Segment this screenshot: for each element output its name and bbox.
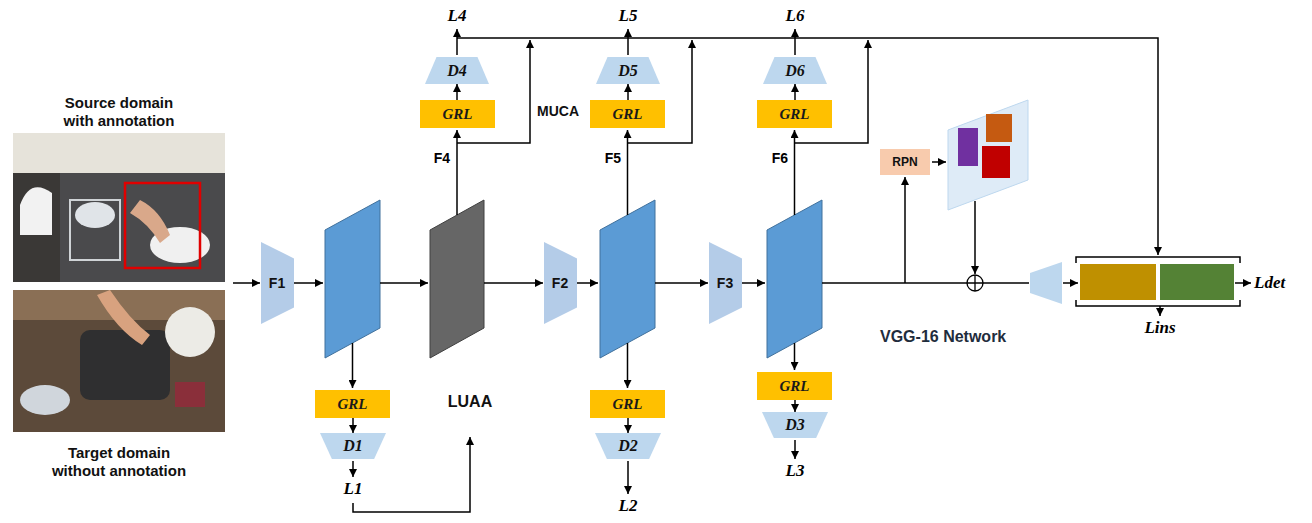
node-text: F3 xyxy=(717,275,733,291)
grl-block: GRL xyxy=(315,390,390,418)
vgg-fill xyxy=(235,198,1065,378)
node-text: GRL xyxy=(780,378,810,395)
node-text: Source domain with annotation xyxy=(50,94,188,130)
node-text: F2 xyxy=(552,275,568,291)
node-text: GRL xyxy=(613,396,643,413)
grl-block: GRL xyxy=(757,100,832,128)
node-text: GRL xyxy=(443,106,473,123)
node-text: GRL xyxy=(780,106,810,123)
node-text: Target domain without annotation xyxy=(50,444,188,480)
head xyxy=(967,262,1234,304)
trapezoid xyxy=(763,57,827,84)
connector xyxy=(627,84,629,100)
node-text: D3 xyxy=(785,416,805,434)
flow-lines xyxy=(233,29,1251,512)
discriminator: D6 xyxy=(763,57,827,84)
node-text: GRL xyxy=(613,106,643,123)
discriminator: D4 xyxy=(425,57,489,84)
trapezoid xyxy=(709,242,742,324)
trapezoid xyxy=(544,242,577,324)
grl-block: GRL xyxy=(420,100,495,128)
node-text: F1 xyxy=(269,275,285,291)
label-text: Lins xyxy=(1144,318,1175,338)
connector xyxy=(352,418,354,433)
source-photo xyxy=(13,133,225,282)
feature-label: F6 xyxy=(772,150,788,166)
feature-extractor: F2 xyxy=(544,242,577,324)
trapezoid xyxy=(425,57,489,84)
label-text: L2 xyxy=(619,496,638,516)
loss-label: L2 xyxy=(619,496,638,516)
trapezoid xyxy=(320,433,386,459)
node-text: D1 xyxy=(343,437,363,455)
feature-extractor: F3 xyxy=(709,242,742,324)
node-text: D4 xyxy=(447,62,467,80)
backbone-frame: VGG-16 Network F1 F2 F3 xyxy=(235,198,1065,378)
discriminator: D5 xyxy=(596,57,660,84)
label-text: L5 xyxy=(619,6,638,26)
target-photo xyxy=(13,290,225,432)
trapezoid xyxy=(762,412,828,438)
trapezoid xyxy=(595,433,661,459)
discriminator: D3 xyxy=(762,412,828,438)
label-text: L1 xyxy=(344,479,363,499)
label-text: F6 xyxy=(772,150,788,166)
label-text: L6 xyxy=(786,6,805,26)
trapezoid xyxy=(596,57,660,84)
loss-label: Ldet xyxy=(1254,273,1285,293)
discriminator: D1 xyxy=(320,433,386,459)
feature-label: F5 xyxy=(605,150,621,166)
panel-fill xyxy=(5,88,233,490)
node-text: D5 xyxy=(618,62,638,80)
grl-block: GRL xyxy=(590,100,665,128)
grl-block: GRL xyxy=(590,390,665,418)
node-text: D2 xyxy=(618,437,638,455)
connector xyxy=(456,84,458,100)
feature-maps xyxy=(325,200,822,358)
feature-label: F4 xyxy=(434,150,450,166)
loss-label: L4 xyxy=(448,6,467,26)
input-panel: Source domain with annotationTarget doma… xyxy=(5,88,233,490)
loss-label: L1 xyxy=(344,479,363,499)
connector xyxy=(794,84,796,100)
node-text: D6 xyxy=(785,62,805,80)
rpn-box: RPN xyxy=(880,149,930,175)
loss-label: Lins xyxy=(1144,318,1175,338)
label-text: F4 xyxy=(434,150,450,166)
loss-label: L5 xyxy=(619,6,638,26)
node-text: LUAA xyxy=(425,393,515,411)
muca-module: MUCA D4GRL D5GRL D6GRL xyxy=(397,0,904,148)
node-text: GRL xyxy=(338,396,368,413)
node-text: MUCA xyxy=(537,103,579,119)
feature-extractor: F1 xyxy=(261,242,294,324)
loss-label: L3 xyxy=(786,461,805,481)
discriminator: D2 xyxy=(595,433,661,459)
connector xyxy=(794,400,796,412)
label-text: L4 xyxy=(448,6,467,26)
grl-block: GRL xyxy=(757,372,832,400)
loss-label: L6 xyxy=(786,6,805,26)
node-text: VGG-16 Network xyxy=(880,328,1006,346)
connector xyxy=(627,418,629,433)
node-text: RPN xyxy=(892,155,917,169)
luaa-module: LUAA xyxy=(425,198,515,435)
label-text: Ldet xyxy=(1254,273,1285,293)
trapezoid xyxy=(261,242,294,324)
label-text: F5 xyxy=(605,150,621,166)
roi-proposals xyxy=(948,100,1028,210)
label-text: L3 xyxy=(786,461,805,481)
